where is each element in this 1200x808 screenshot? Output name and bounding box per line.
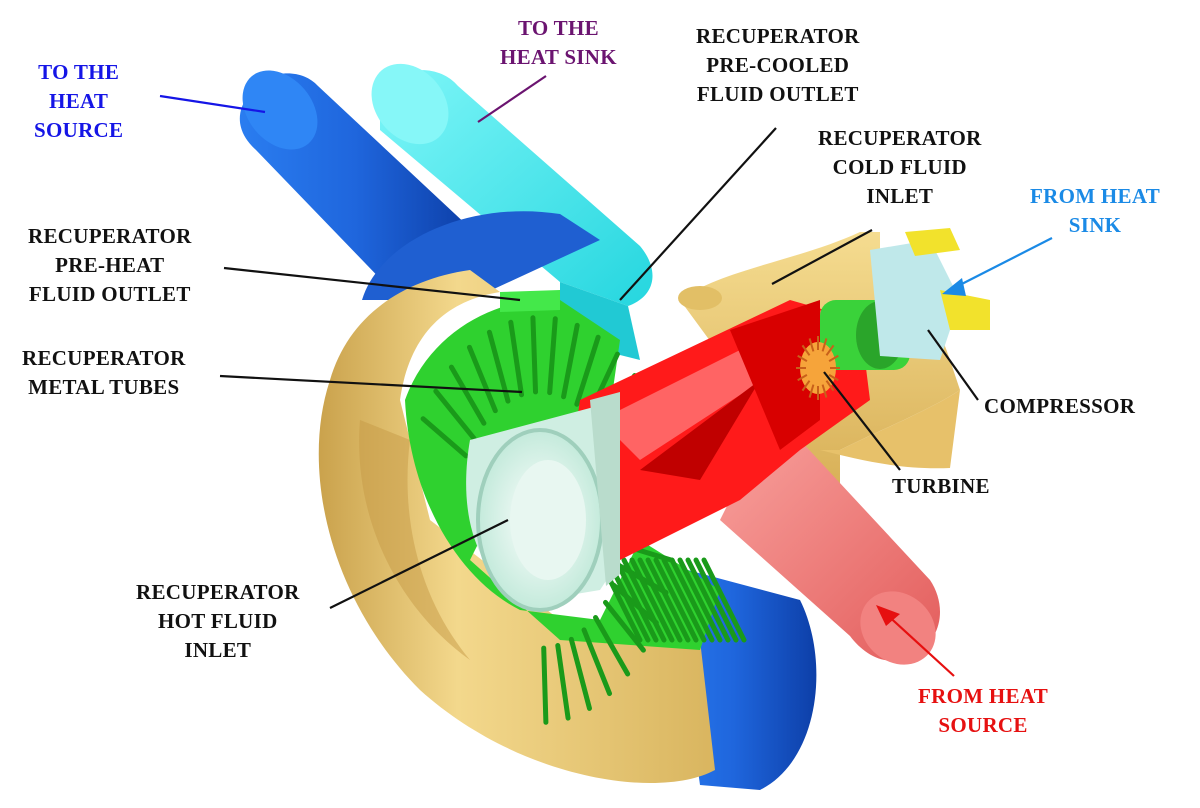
recuperator-tube [420, 416, 469, 459]
turbine-blade [801, 344, 811, 356]
recuperator-tube [685, 557, 731, 643]
recuperator-tube-bundle [405, 290, 747, 725]
recuperator-tube [669, 557, 715, 643]
label-line: FROM HEAT [1030, 184, 1161, 208]
turbine-blade [825, 344, 835, 356]
label-line: SOURCE [34, 118, 124, 142]
label-line: RECUPERATOR [818, 126, 982, 150]
label-precooled-outlet: RECUPERATOR PRE-COOLED FLUID OUTLET [696, 22, 860, 109]
compressor-assembly [820, 228, 990, 370]
arrowheads [876, 278, 966, 626]
label-line: FLUID OUTLET [28, 282, 191, 306]
turbine-wheel [796, 336, 840, 400]
label-preheat-outlet: RECUPERATOR PRE-HEAT FLUID OUTLET [28, 222, 192, 309]
leader-from-heat-sink [949, 237, 1053, 291]
recuperator-tube [508, 319, 524, 398]
turbine-blade [821, 384, 828, 398]
label-turbine: TURBINE [892, 472, 990, 501]
label-line: RECUPERATOR [136, 580, 300, 604]
label-line: RECUPERATOR [28, 224, 192, 248]
label-line: PRE-HEAT [55, 253, 165, 277]
label-from-heat-sink: FROM HEAT SINK [1030, 182, 1160, 240]
recuperator-tube [568, 636, 592, 711]
label-cold-inlet: RECUPERATOR COLD FLUID INLET [818, 124, 982, 211]
label-hot-inlet: RECUPERATOR HOT FLUID INLET [136, 578, 300, 665]
leader-compressor [927, 329, 979, 401]
turbine-blade [808, 338, 815, 352]
label-from-heat-source: FROM HEAT SOURCE [918, 682, 1048, 740]
label-line: HEAT SINK [500, 45, 617, 69]
label-line: FROM HEAT [918, 684, 1049, 708]
label-line: SOURCE [938, 713, 1028, 737]
recuperator-tube [486, 329, 511, 404]
label-line: HEAT [49, 89, 109, 113]
arrow-from-heat-sink [942, 278, 966, 296]
label-to-heat-source: TO THE HEAT SOURCE [34, 58, 123, 145]
label-line: SINK [1068, 213, 1122, 237]
turbine-blade [828, 374, 839, 382]
leader-lines [159, 75, 1053, 677]
recuperator-tube [593, 615, 631, 677]
leader-to-heat-sink [477, 75, 547, 123]
label-to-heat-sink: TO THE HEAT SINK [500, 14, 617, 72]
label-line: TO THE [517, 16, 599, 40]
label-line: METAL TUBES [28, 375, 180, 399]
label-line: PRE-COOLED [706, 53, 850, 77]
recuperator-tube [530, 315, 539, 395]
leader-from-heat-source [883, 611, 955, 677]
label-line: FLUID OUTLET [696, 82, 859, 106]
leader-to-heat-source [159, 94, 266, 114]
leader-turbine [823, 371, 901, 471]
turbine-blade [825, 380, 835, 392]
recuperator-tube [653, 557, 699, 643]
recuperator-tube [602, 599, 646, 653]
recuperator-tube [637, 557, 683, 643]
recuperator-tube [561, 322, 580, 400]
label-line: INLET [866, 184, 934, 208]
turbine-blade [821, 338, 828, 352]
label-line: RECUPERATOR [696, 24, 860, 48]
recuperator-tube [547, 316, 558, 396]
leader-cold-inlet [771, 229, 873, 285]
label-line: COMPRESSOR [984, 394, 1136, 418]
recuperator-tube [581, 627, 613, 697]
recuperator-tube [555, 642, 571, 721]
label-line: HOT FLUID [157, 609, 278, 633]
turbine-blade [808, 384, 815, 398]
label-line: COLD FLUID [832, 155, 967, 179]
arrow-from-heat-source [876, 605, 900, 626]
leader-hot-inlet [329, 519, 509, 609]
label-line: INLET [184, 638, 252, 662]
recuperator-tube [621, 557, 667, 643]
recuperator-tube [466, 344, 498, 414]
leader-metal-tubes [219, 374, 523, 394]
leader-precooled-outlet [619, 127, 777, 301]
recuperator-tube [574, 334, 601, 407]
label-metal-tubes: RECUPERATOR METAL TUBES [22, 344, 186, 402]
label-compressor: COMPRESSOR [984, 392, 1135, 421]
recuperator-tube [613, 557, 659, 643]
turbine-hot-section [560, 300, 870, 560]
recuperator-tube [661, 557, 707, 643]
turbine-blade [797, 374, 808, 382]
leader-preheat-outlet [223, 266, 521, 302]
label-line: TO THE [38, 60, 120, 84]
turbine-blade [797, 354, 808, 362]
hot-fluid-inlet-liner [466, 392, 620, 612]
recuperator-tube [677, 557, 723, 643]
recuperator-tube [541, 645, 549, 725]
recuperator-tube [433, 388, 477, 441]
recuperator-tube [701, 557, 747, 643]
label-line: RECUPERATOR [22, 346, 186, 370]
recuperator-tube [629, 557, 675, 643]
recuperator-tube [448, 364, 487, 426]
turbine-blade [801, 380, 811, 392]
recuperator-tube [611, 582, 659, 626]
recuperator-tube [693, 557, 739, 643]
label-line: TURBINE [892, 474, 990, 498]
turbine-blade [828, 354, 839, 362]
recuperator-tube [645, 557, 691, 643]
